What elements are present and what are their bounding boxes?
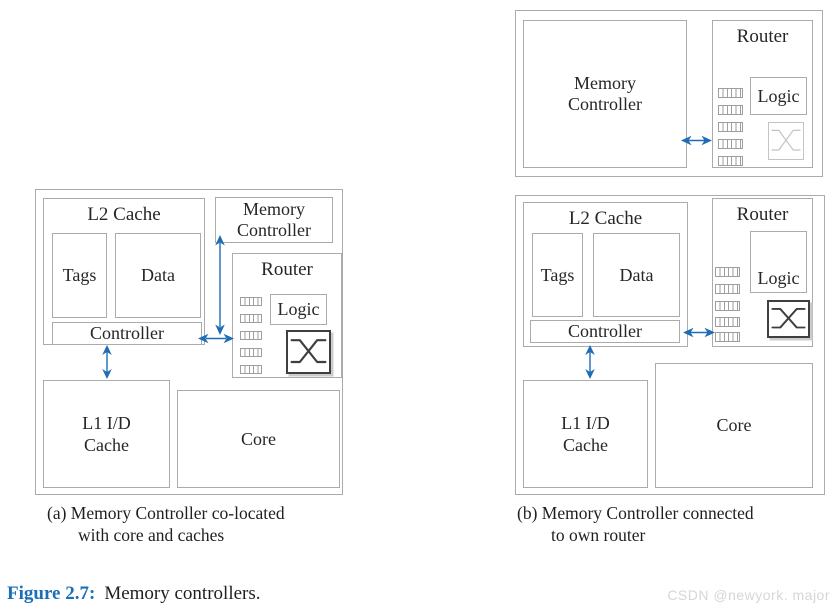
router-logic-box-b-bottom: Logic <box>750 231 807 293</box>
buffer-queue-icon <box>718 88 743 98</box>
buffer-queue-icon <box>718 156 743 166</box>
watermark: CSDN @newyork. major <box>667 587 830 603</box>
memory-controller-line1: Memory <box>243 199 305 219</box>
caption-b-line2: to own router <box>551 525 646 545</box>
memory-controller-box-b: Memory Controller <box>523 20 687 168</box>
bidirectional-arrow-icon <box>215 235 225 335</box>
router-label: Router <box>261 259 313 280</box>
tags-label: Tags <box>62 265 97 285</box>
memory-controller-line2: Controller <box>237 220 311 240</box>
data-box-b: Data <box>593 233 680 317</box>
data-box-a: Data <box>115 233 201 318</box>
l2-cache-label: L2 Cache <box>87 204 161 225</box>
l1-cache-line2: Cache <box>84 435 129 455</box>
buffer-queue-icon <box>240 314 262 323</box>
tags-label: Tags <box>540 264 575 285</box>
buffer-queue-icon <box>240 297 262 306</box>
core-box-b: Core <box>655 363 813 488</box>
router-logic-box-a: Logic <box>270 294 327 325</box>
buffer-queue-icon <box>715 301 740 311</box>
router-label: Router <box>736 204 789 225</box>
crossbar-switch-icon <box>286 330 331 374</box>
router-logic-label: Logic <box>757 85 800 106</box>
buffer-queue-icon <box>240 365 262 374</box>
l1-cache-line2: Cache <box>563 435 608 455</box>
figure-caption-text: Memory controllers. <box>104 583 261 604</box>
buffer-queue-icon <box>718 139 743 149</box>
tags-box-b: Tags <box>532 233 583 317</box>
bidirectional-arrow-icon <box>585 345 595 379</box>
l1-cache-box-b: L1 I/D Cache <box>523 380 648 488</box>
bidirectional-arrow-icon <box>681 135 712 146</box>
figure-caption: Figure 2.7: Memory controllers. <box>7 583 261 605</box>
cache-controller-box-b: Controller <box>530 320 680 343</box>
buffer-queue-icon <box>715 317 740 327</box>
crossbar-switch-icon <box>768 122 804 160</box>
caption-b: (b) Memory Controller connected to own r… <box>517 502 754 546</box>
crossbar-switch-icon <box>767 300 810 338</box>
core-label: Core <box>241 428 276 449</box>
data-label: Data <box>141 265 175 285</box>
router-logic-label: Logic <box>757 268 800 288</box>
figure-number-label: Figure 2.7: <box>7 583 96 604</box>
cache-controller-label: Controller <box>90 323 164 343</box>
l1-cache-line1: L1 I/D <box>561 413 610 433</box>
memory-controller-line1: Memory <box>574 73 636 93</box>
l1-cache-line1: L1 I/D <box>82 413 131 433</box>
caption-b-line1: (b) Memory Controller connected <box>517 503 754 523</box>
cache-controller-label: Controller <box>568 321 642 341</box>
l2-cache-label: L2 Cache <box>568 208 643 229</box>
bidirectional-arrow-icon <box>683 327 715 338</box>
caption-a-line1: (a) Memory Controller co-located <box>47 503 285 523</box>
core-label: Core <box>716 415 752 435</box>
buffer-queue-icon <box>718 122 743 132</box>
caption-a: (a) Memory Controller co-located with co… <box>47 502 285 546</box>
router-logic-label: Logic <box>277 299 320 319</box>
tags-box-a: Tags <box>52 233 107 318</box>
bidirectional-arrow-icon <box>102 345 112 379</box>
buffer-queue-icon <box>715 267 740 277</box>
data-label: Data <box>619 264 654 285</box>
buffer-queue-icon <box>715 284 740 294</box>
l1-cache-box-a: L1 I/D Cache <box>43 380 170 488</box>
router-logic-box-b-top: Logic <box>750 77 807 115</box>
buffer-queue-icon <box>715 332 740 342</box>
buffer-queue-icon <box>240 331 262 340</box>
core-box-a: Core <box>177 390 340 488</box>
memory-controller-line2: Controller <box>568 94 642 114</box>
bidirectional-arrow-icon <box>198 333 234 344</box>
buffer-queue-icon <box>718 105 743 115</box>
cache-controller-box-a: Controller <box>52 322 202 345</box>
router-label: Router <box>736 26 789 47</box>
memory-controller-box-a: Memory Controller <box>215 197 333 243</box>
caption-a-line2: with core and caches <box>78 525 225 545</box>
buffer-queue-icon <box>240 348 262 357</box>
